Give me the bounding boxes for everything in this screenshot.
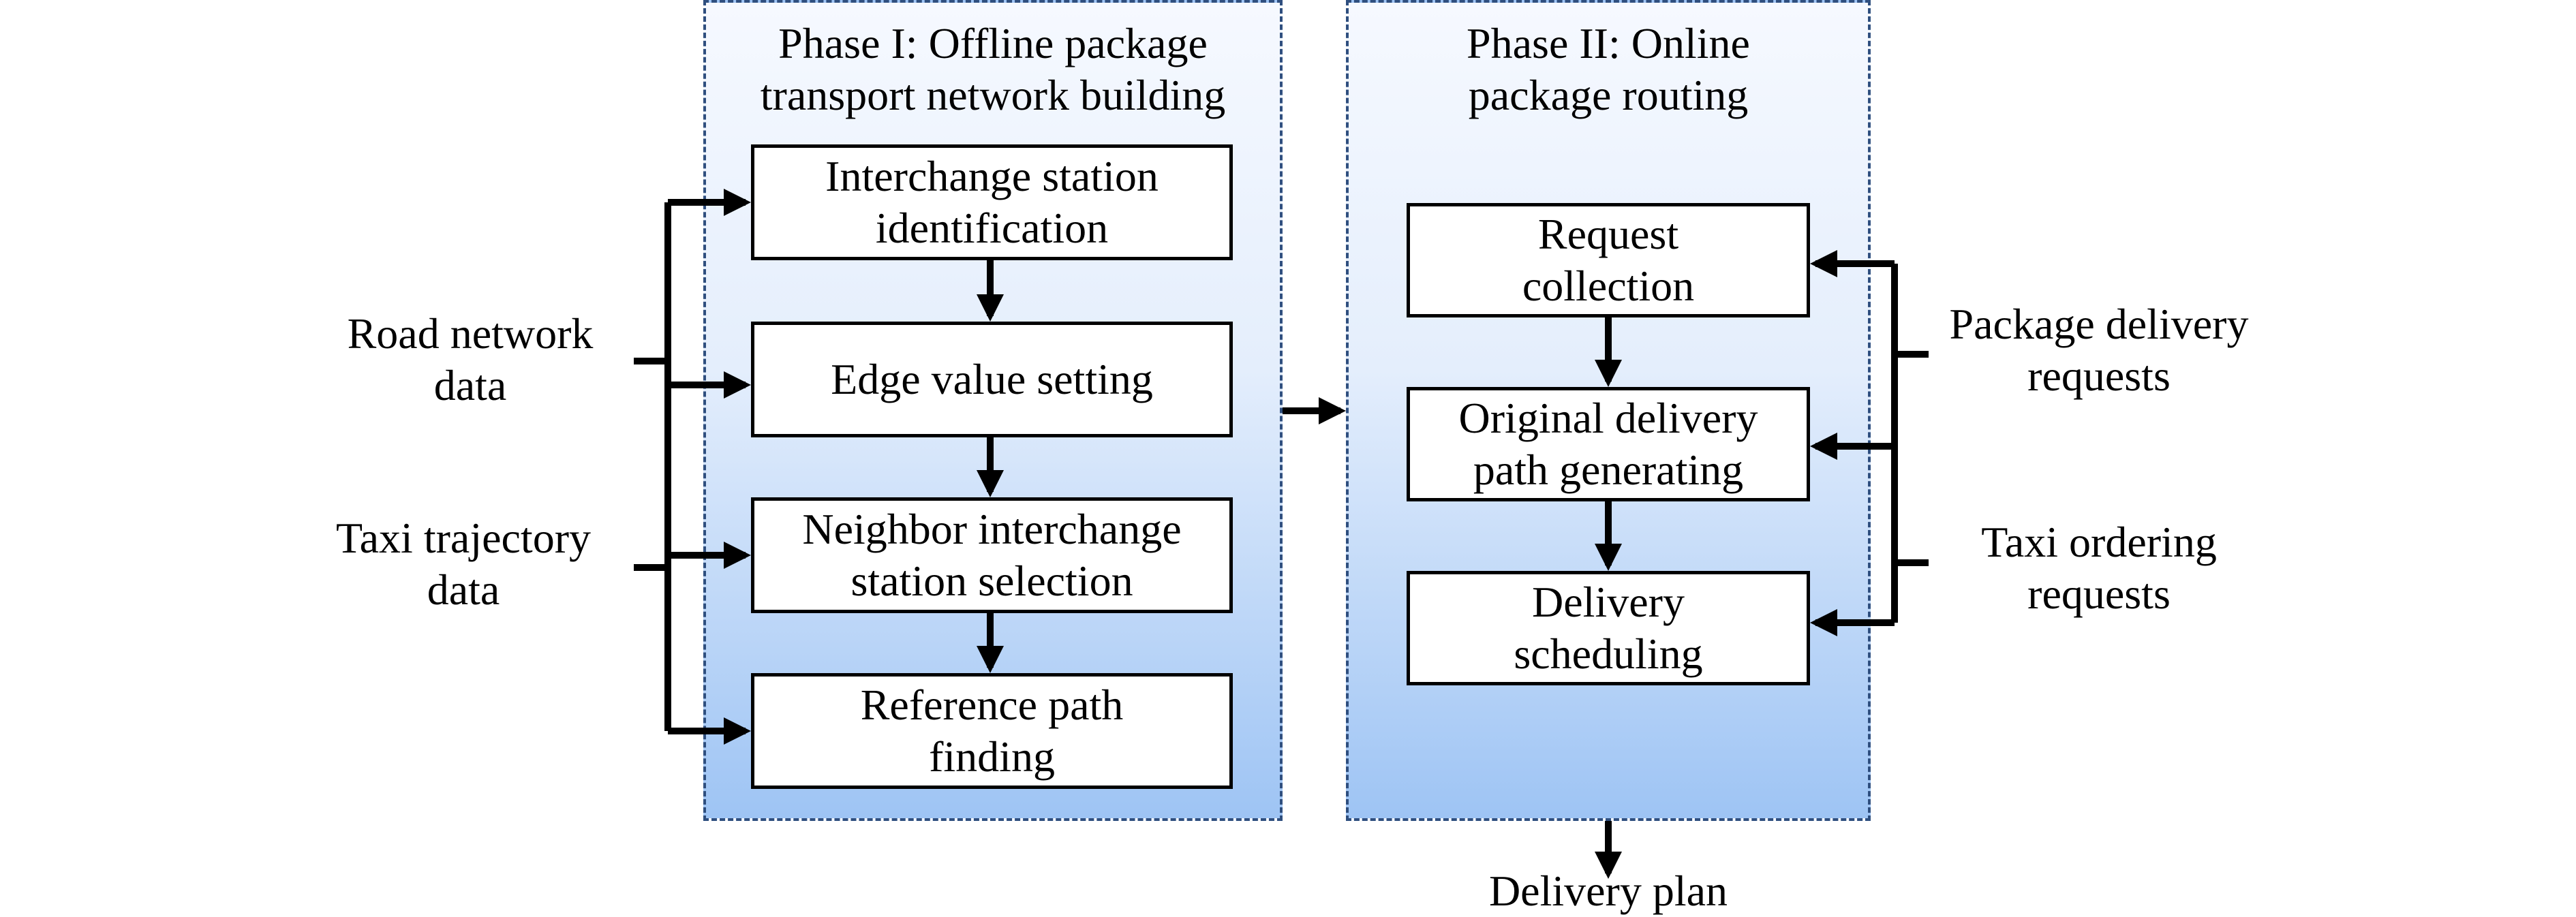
input-taxi-trajectory-data: Taxi trajectory data bbox=[336, 514, 591, 614]
input-package-delivery-requests: Package delivery requests bbox=[1949, 300, 2249, 400]
step-reference-path-finding: Reference path finding bbox=[751, 673, 1233, 789]
step-neighbor-interchange-station-selection: Neighbor interchange station selection bbox=[751, 497, 1233, 613]
step-interchange-station-identification: Interchange station identification bbox=[751, 144, 1233, 260]
phase2-title: Phase II: Online package routing bbox=[1467, 19, 1750, 119]
step-delivery-scheduling: Delivery scheduling bbox=[1407, 571, 1810, 685]
phase1-title: Phase I: Offline package transport netwo… bbox=[760, 19, 1226, 119]
input-road-network-data: Road network data bbox=[347, 309, 594, 409]
step-edge-value-setting: Edge value setting bbox=[751, 322, 1233, 437]
step-request-collection: Request collection bbox=[1407, 203, 1810, 317]
input-taxi-ordering-requests: Taxi ordering requests bbox=[1981, 518, 2217, 618]
step-original-delivery-path-generating: Original delivery path generating bbox=[1407, 387, 1810, 501]
